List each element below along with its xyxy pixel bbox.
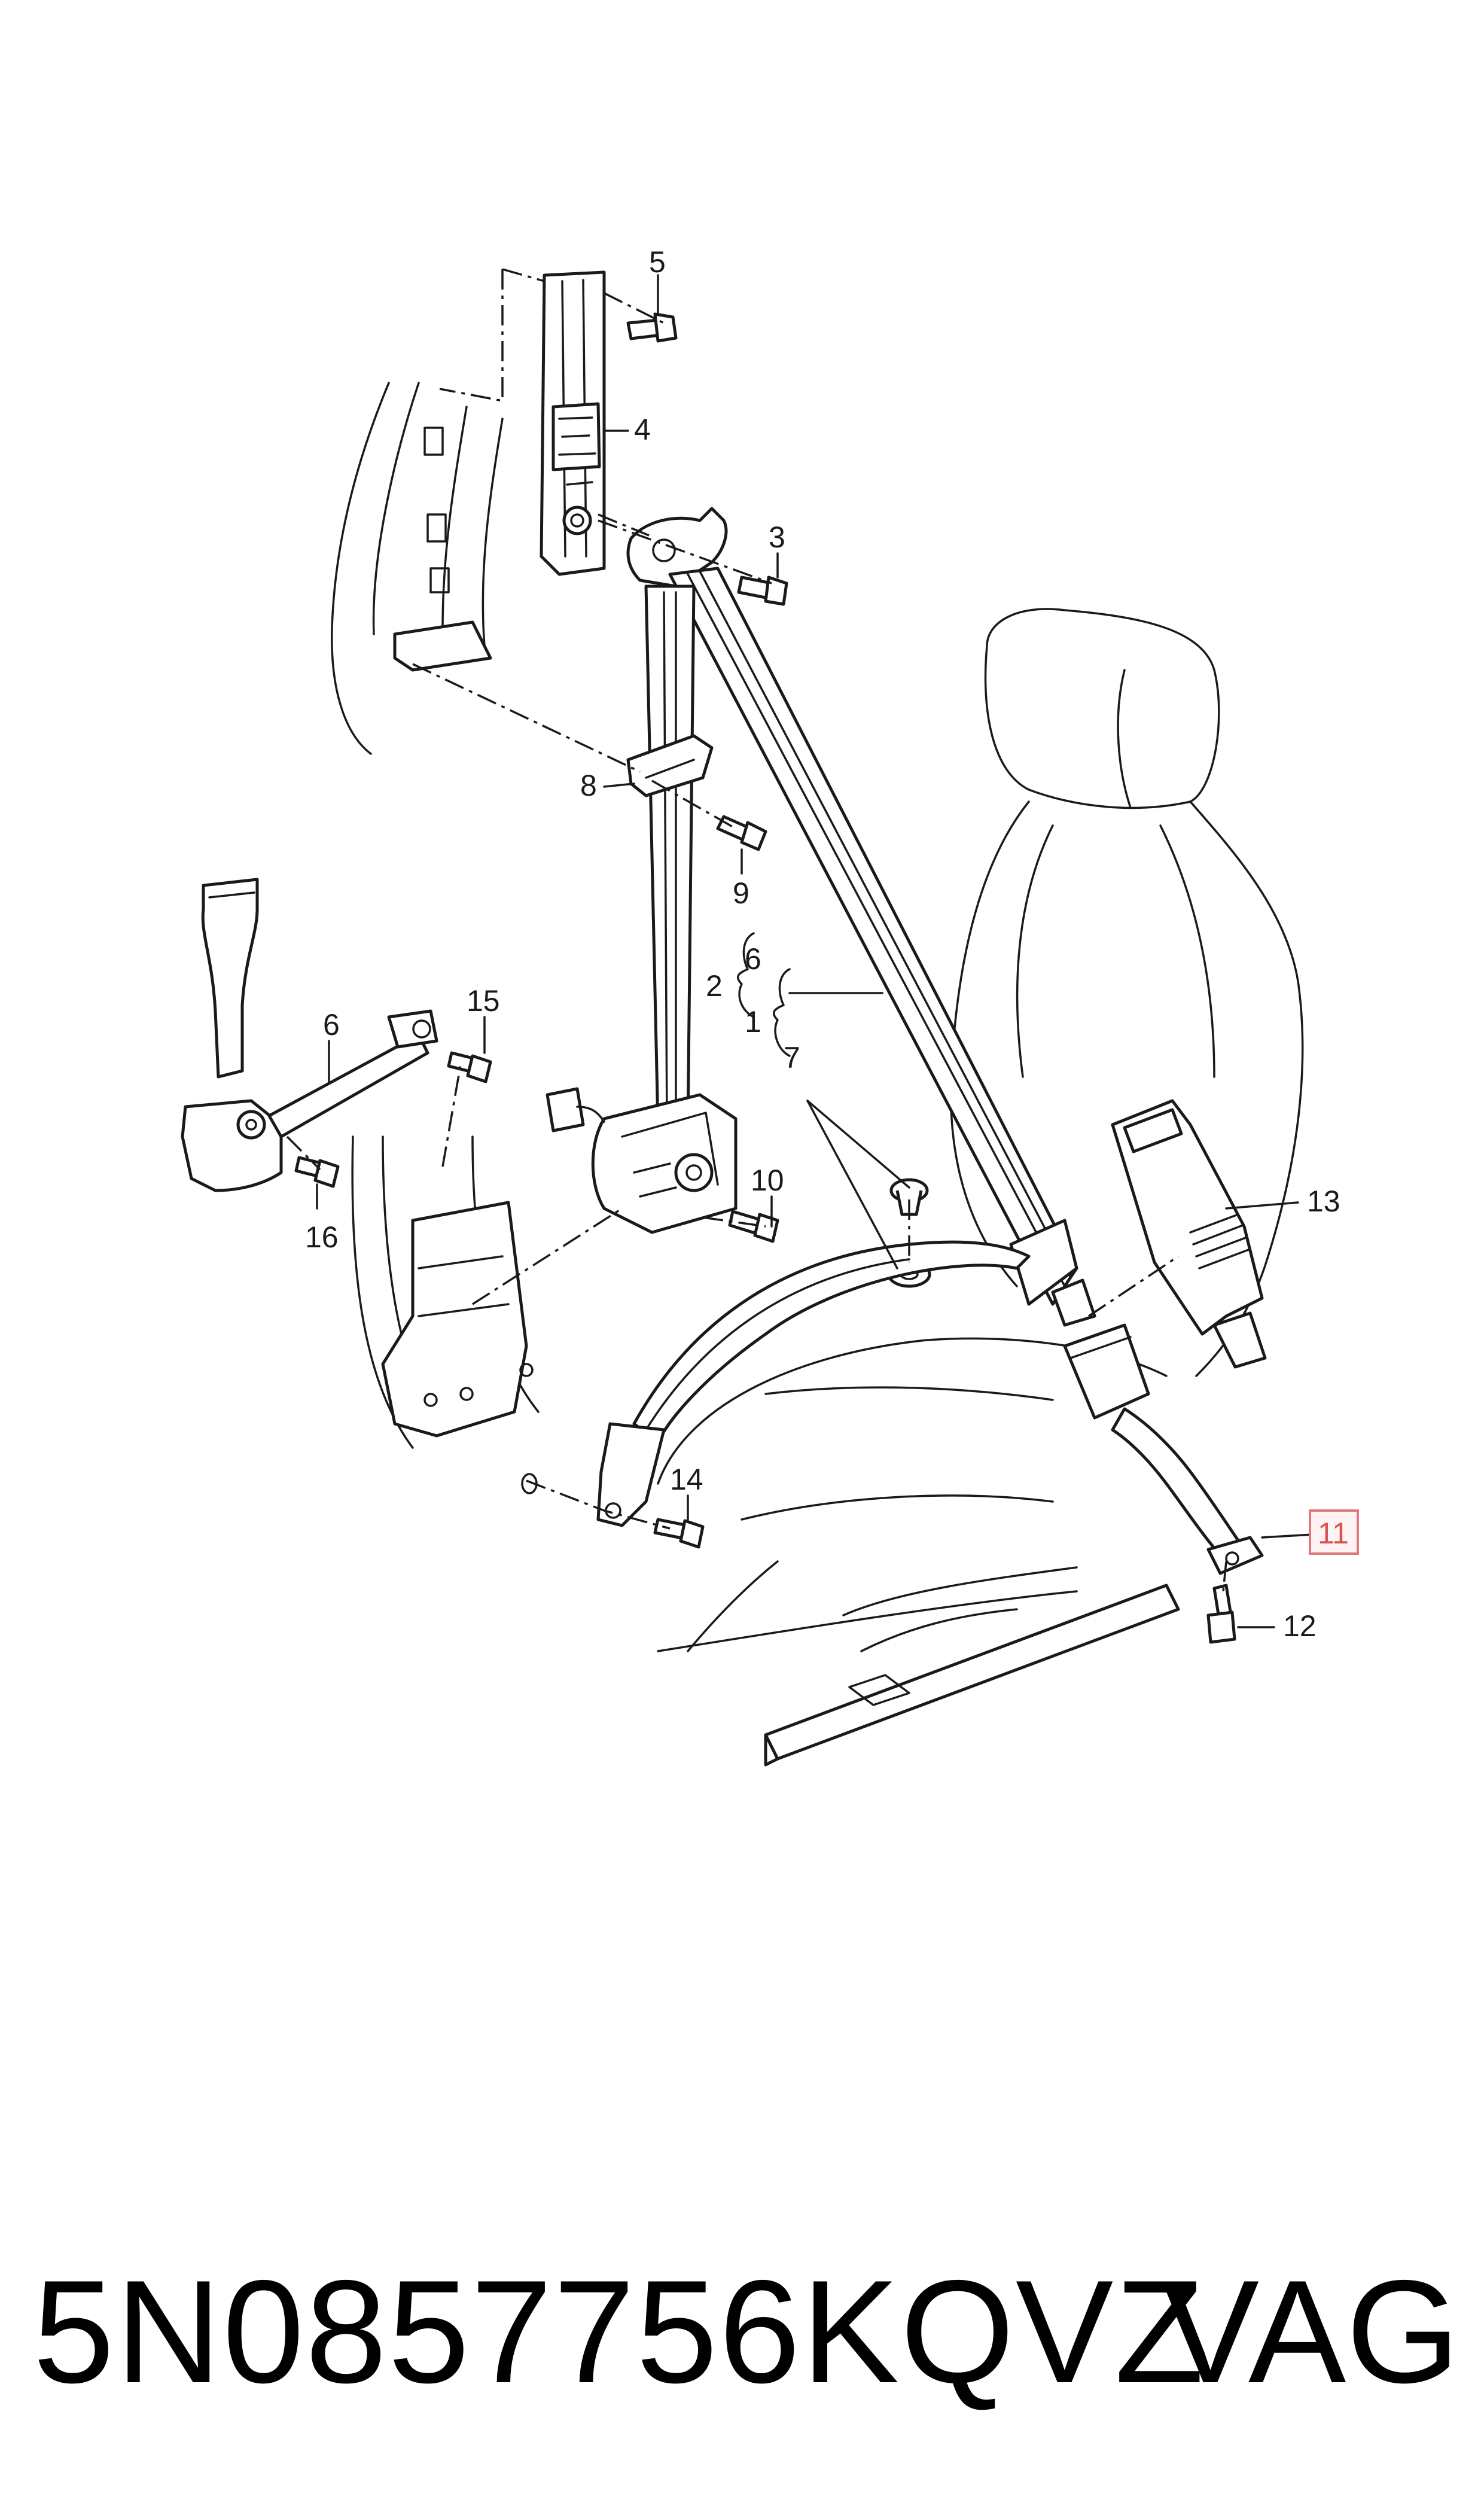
brand-caption: VAG (1161, 2249, 1460, 2413)
belt-retractor (546, 1087, 738, 1234)
callout-1: 1 (745, 1005, 761, 1039)
callout-6-bar: 6 (323, 1008, 340, 1042)
bolt-15 (447, 1051, 492, 1083)
callout-leader-lines (316, 274, 1314, 1628)
belt-guide-upper (626, 507, 728, 588)
callout-7: 7 (784, 1041, 800, 1074)
callout-9: 9 (733, 876, 749, 910)
height-adjuster-rail (540, 270, 606, 576)
seat-outline (657, 608, 1304, 1767)
callout-12: 12 (1283, 1609, 1317, 1643)
callout-15: 15 (467, 984, 500, 1018)
part-number-caption: 5N0857756KQVZ (33, 2249, 1206, 2413)
bolt-14 (653, 1518, 705, 1549)
callout-11-highlight-box (1309, 1509, 1359, 1555)
callout-13: 13 (1307, 1185, 1340, 1218)
bolt-16 (294, 1156, 340, 1188)
seat-belt-buckle-13 (1111, 1099, 1267, 1369)
belt-guide-loop (626, 734, 714, 797)
callout-6-brace: 6 (745, 942, 761, 976)
callout-4: 4 (634, 413, 651, 446)
callout-labels: 5 4 3 8 9 6 2 1 7 15 6 16 10 13 14 11 12 (305, 245, 1359, 1643)
callout-2: 2 (706, 969, 723, 1003)
callout-10: 10 (751, 1164, 784, 1197)
assembly-guide-lines (286, 268, 1227, 1592)
bolt-10 (728, 1210, 779, 1243)
seat-belt-buckle-11 (1063, 1323, 1264, 1575)
callout-3: 3 (769, 520, 785, 554)
lap-belt-lower-anchor (521, 1240, 1031, 1527)
callout-5: 5 (649, 245, 666, 279)
callout-11: 11 (1318, 1517, 1349, 1550)
bolt-12 (1206, 1584, 1236, 1644)
anchor-bar-with-buckle (181, 878, 438, 1192)
callout-16: 16 (305, 1220, 339, 1254)
bolt-3 (737, 576, 788, 606)
seat-belt-vertical-strap (644, 584, 696, 1126)
seat-belt-shoulder-strap (668, 567, 1096, 1327)
b-pillar-body-outline (331, 382, 540, 1449)
callout-8: 8 (580, 769, 597, 802)
callout-14: 14 (670, 1463, 703, 1496)
